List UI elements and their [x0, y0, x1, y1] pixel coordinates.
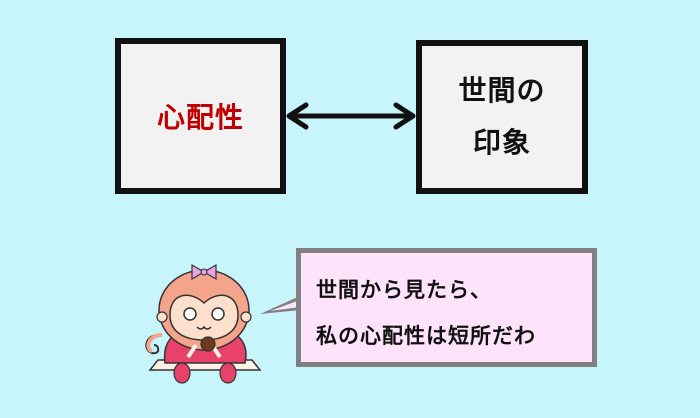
concept-label: 心配性: [156, 101, 244, 134]
speech-bubble-tail-icon: [260, 296, 300, 314]
speech-line: 世間から見たら、: [316, 278, 492, 302]
concept-box-public-impression: 世間の 印象: [416, 40, 588, 194]
speech-line: 私の心配性は短所だわ: [316, 324, 536, 348]
double-arrow-icon: [286, 102, 416, 130]
concept-label-line: 印象: [472, 126, 531, 159]
speech-bubble: 世間から見たら、 私の心配性は短所だわ: [296, 248, 597, 367]
monkey-character-icon: [145, 263, 262, 384]
concept-box-worrier: 心配性: [115, 38, 286, 194]
concept-label-line: 世間の: [458, 74, 546, 107]
